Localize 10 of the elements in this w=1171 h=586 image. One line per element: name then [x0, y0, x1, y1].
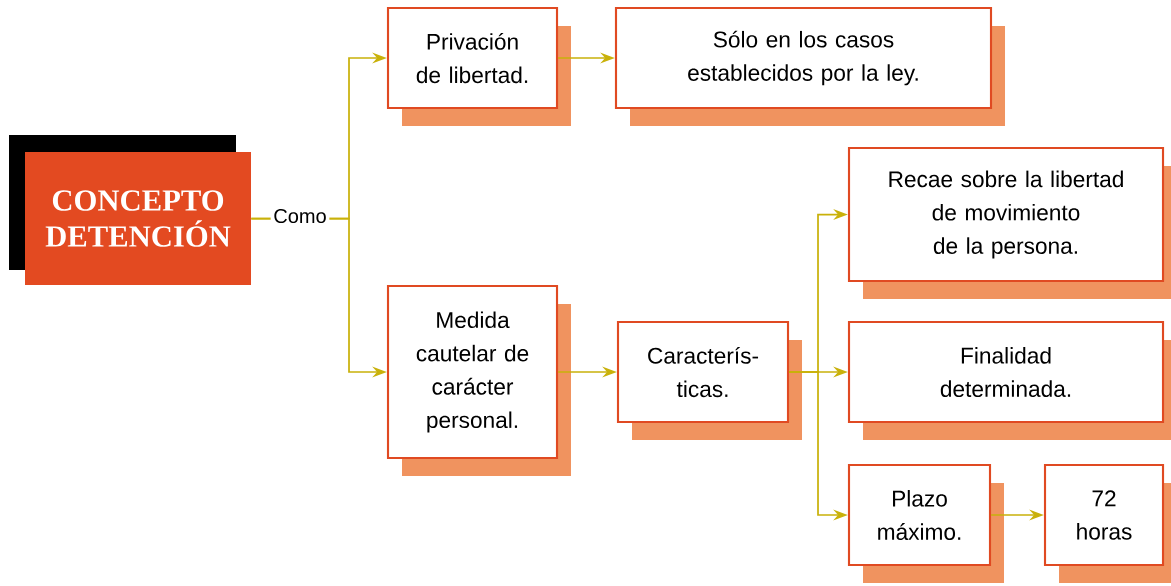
concept-box: Plazo máximo. — [847, 463, 1004, 583]
concept-box: Medida cautelar de carácter personal. — [386, 284, 571, 476]
concept-box: Caracterís- ticas. — [616, 320, 802, 440]
concept-box: 72 horas — [1043, 463, 1171, 583]
concept-box: Sólo en los casos establecidos por la ley. — [614, 6, 1005, 126]
concept-box: Finalidad determinada. — [847, 320, 1171, 440]
title-box: CONCEPTO DETENCIÓN — [9, 135, 251, 285]
concept-box: Privación de libertad. — [386, 6, 571, 126]
edge-label: Como — [270, 206, 330, 226]
concept-box: Recae sobre la libertad de movimiento de la persona. — [847, 146, 1171, 299]
